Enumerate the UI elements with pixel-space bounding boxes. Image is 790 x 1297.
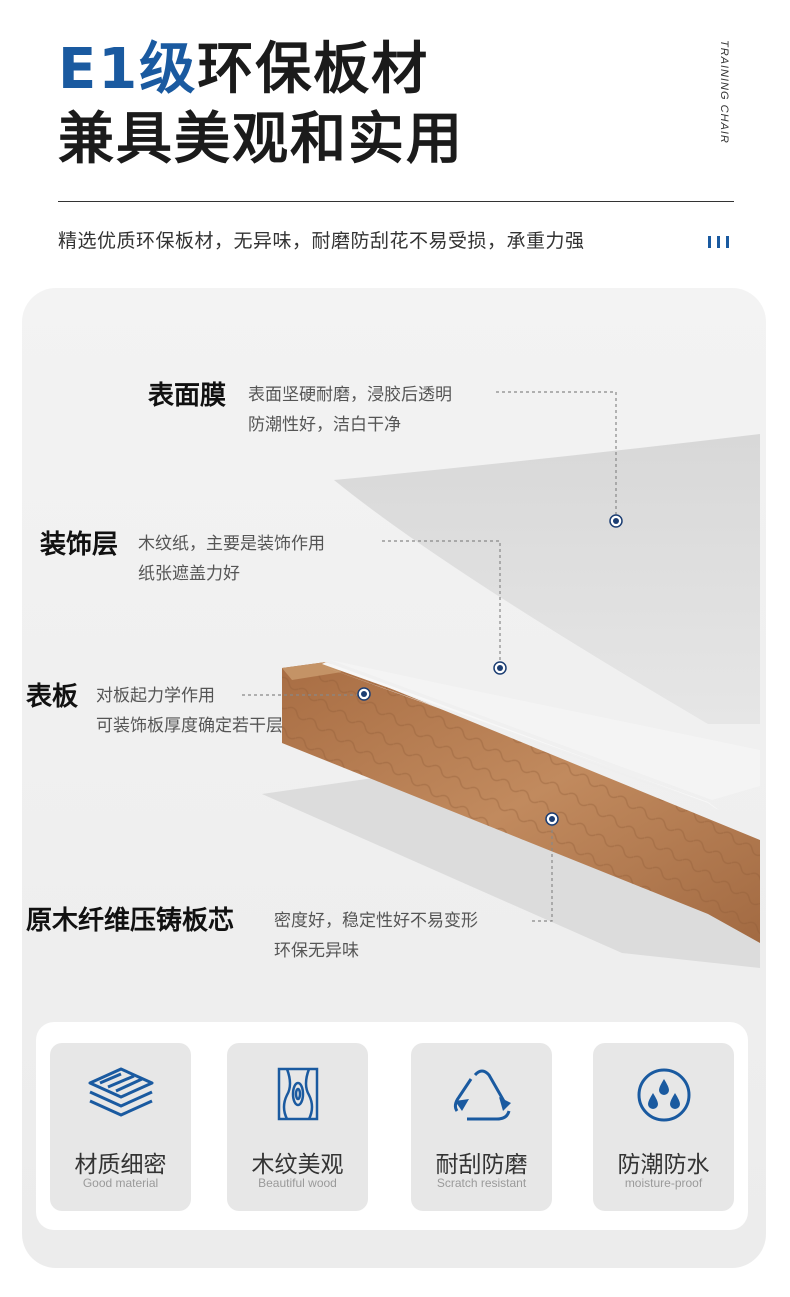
layer-title-core: 原木纤维压铸板芯 (26, 906, 235, 936)
feature-subtitle: Beautiful wood (258, 1176, 337, 1190)
title-accent: E1级 (58, 37, 198, 102)
feature-title: 防潮防水 (617, 1152, 710, 1178)
wood-grain-icon (277, 1067, 319, 1121)
layer-title-decor: 装饰层 (40, 530, 119, 560)
header-divider (58, 201, 734, 202)
feature-subtitle: Scratch resistant (436, 1176, 527, 1190)
page-subtitle: 精选优质环保板材，无异味，耐磨防刮花不易受损，承重力强 (58, 230, 585, 252)
layer-desc-face-board: 对板起力学作用可装饰板厚度确定若干层 (96, 686, 283, 736)
feature-title: 材质细密 (74, 1152, 167, 1178)
board-layers-illustration (242, 391, 760, 968)
page-title-line2: 兼具美观和实用 (58, 107, 464, 172)
layer-desc-core: 密度好，稳定性好不易变形环保无异味 (274, 911, 478, 961)
vertical-brand-label: TRAINING CHAIR (718, 40, 730, 144)
layer-desc-surface-film: 表面坚硬耐磨，浸胶后透明防潮性好，洁白干净 (248, 385, 452, 435)
layer-title-face-board: 表板 (26, 682, 79, 712)
feature-title: 木纹美观 (251, 1152, 344, 1178)
recycle-triangle-icon (453, 1069, 511, 1121)
feature-subtitle: Good material (82, 1176, 159, 1190)
layer-markers (357, 514, 623, 826)
feature-good-material: 材质细密 Good material (50, 1043, 191, 1211)
title-rest: 环保板材 (197, 37, 430, 102)
water-drops-icon (637, 1068, 691, 1122)
layers-icon (88, 1067, 154, 1117)
surface-film (334, 434, 760, 724)
page-title-line1: E1级环保板材 (58, 42, 429, 98)
layer-title-surface-film: 表面膜 (148, 381, 227, 411)
feature-moisture-proof: 防潮防水 moisture-proof (593, 1043, 734, 1211)
feature-scratch-resistant: 耐刮防磨 Scratch resistant (411, 1043, 552, 1211)
feature-beautiful-wood: 木纹美观 Beautiful wood (227, 1043, 368, 1211)
decorative-bars (708, 236, 729, 248)
feature-subtitle: moisture-proof (624, 1176, 703, 1190)
base-shadow (262, 771, 760, 968)
decor-paper (330, 660, 760, 800)
layer-desc-decor: 木纹纸，主要是装饰作用纸张遮盖力好 (138, 534, 325, 584)
feature-title: 耐刮防磨 (435, 1152, 528, 1178)
